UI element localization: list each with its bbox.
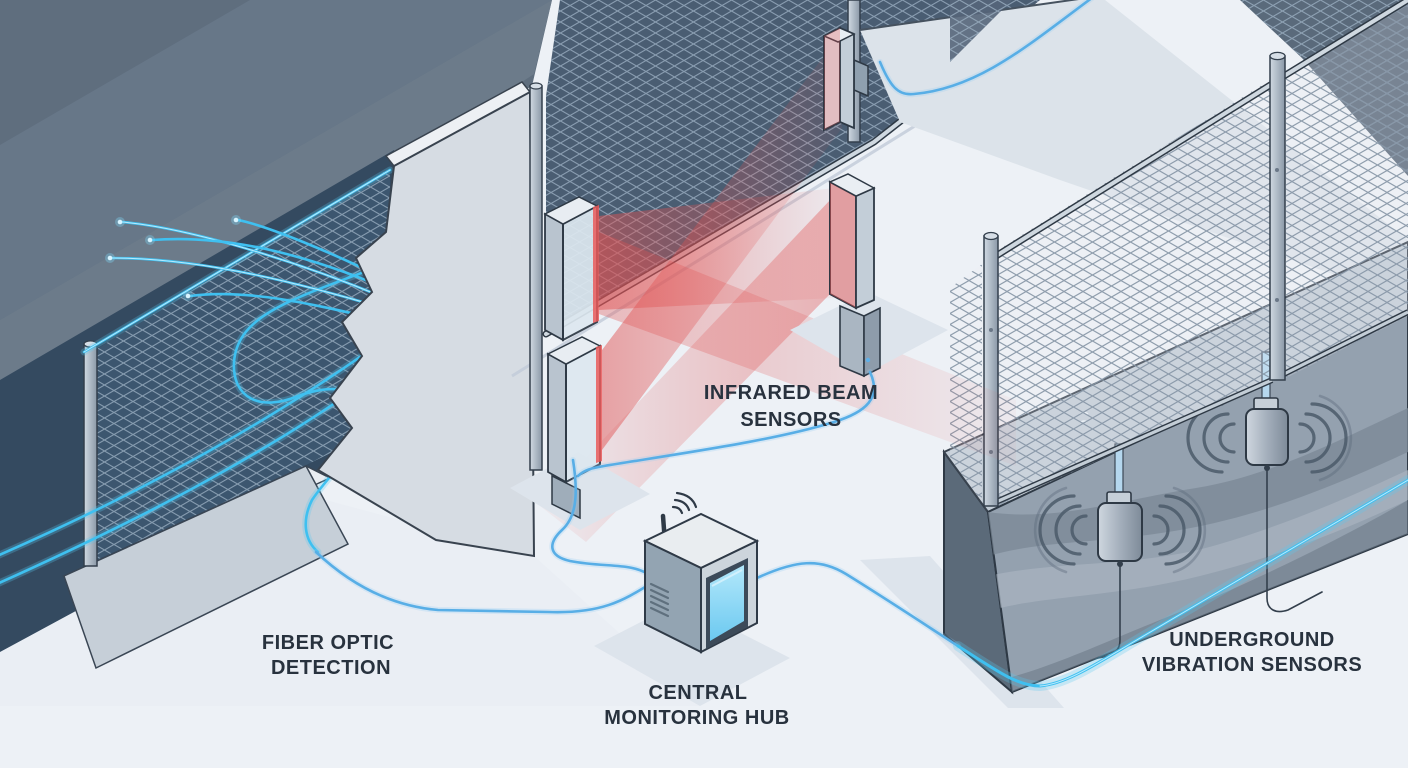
hub-vents bbox=[649, 582, 670, 618]
beam-emitter bbox=[593, 205, 599, 323]
ir-sensor-right-top bbox=[822, 26, 869, 132]
vibration-waves bbox=[1186, 394, 1353, 482]
soil-layers bbox=[988, 408, 1408, 692]
network-cables bbox=[313, 369, 1408, 692]
fiber-optic-fence bbox=[62, 168, 390, 670]
central-hub bbox=[642, 491, 760, 654]
concrete-wall bbox=[316, 81, 536, 558]
vibration-sensor-1 bbox=[1033, 443, 1207, 574]
label-infrared-line2: SENSORS bbox=[740, 409, 841, 431]
shadow bbox=[594, 602, 790, 706]
beam-emitter bbox=[596, 345, 602, 463]
ir-sensor-left-top bbox=[543, 196, 599, 342]
infrared-beams bbox=[540, 32, 1016, 542]
ir-sensor-right-bottom bbox=[828, 173, 881, 378]
vibration-waves bbox=[1033, 486, 1207, 574]
sensor-body bbox=[1097, 502, 1143, 562]
hub-screen bbox=[706, 558, 748, 649]
label-fiber-optic-line1: FIBER OPTIC bbox=[262, 632, 394, 654]
fiber-to-hub-cable bbox=[314, 550, 652, 614]
label-underground-line2: VIBRATION SENSORS bbox=[1142, 654, 1362, 676]
walkway bbox=[0, 492, 700, 706]
fiber-tip-glow-dots bbox=[105, 215, 241, 301]
fence-post bbox=[983, 235, 999, 507]
fence-post bbox=[1269, 55, 1286, 381]
wifi-signal-icon bbox=[671, 491, 698, 515]
label-hub-line2: MONITORING HUB bbox=[604, 707, 790, 729]
beam-receiver bbox=[830, 182, 856, 308]
sensor-drop-wire bbox=[1266, 467, 1323, 613]
fence-post bbox=[83, 340, 98, 567]
labels: FIBER OPTIC DETECTION INFRARED BEAM SENS… bbox=[262, 382, 1362, 729]
sensor-cable bbox=[878, 0, 1092, 96]
sensor-body bbox=[1245, 408, 1289, 466]
label-infrared-line1: INFRARED BEAM bbox=[704, 382, 878, 404]
label-underground-line1: UNDERGROUND bbox=[1169, 629, 1335, 651]
hub-to-underground-cable bbox=[755, 561, 960, 648]
label-hub-line1: CENTRAL bbox=[648, 682, 747, 704]
ir-to-hub-cable bbox=[551, 458, 653, 578]
ir-right-cable bbox=[576, 370, 876, 478]
fiber-fence-mesh bbox=[92, 168, 390, 562]
indicator-led bbox=[865, 357, 871, 363]
label-fiber-optic-line2: DETECTION bbox=[271, 657, 391, 679]
beam-receiver bbox=[824, 28, 840, 130]
fence-post bbox=[529, 85, 543, 471]
